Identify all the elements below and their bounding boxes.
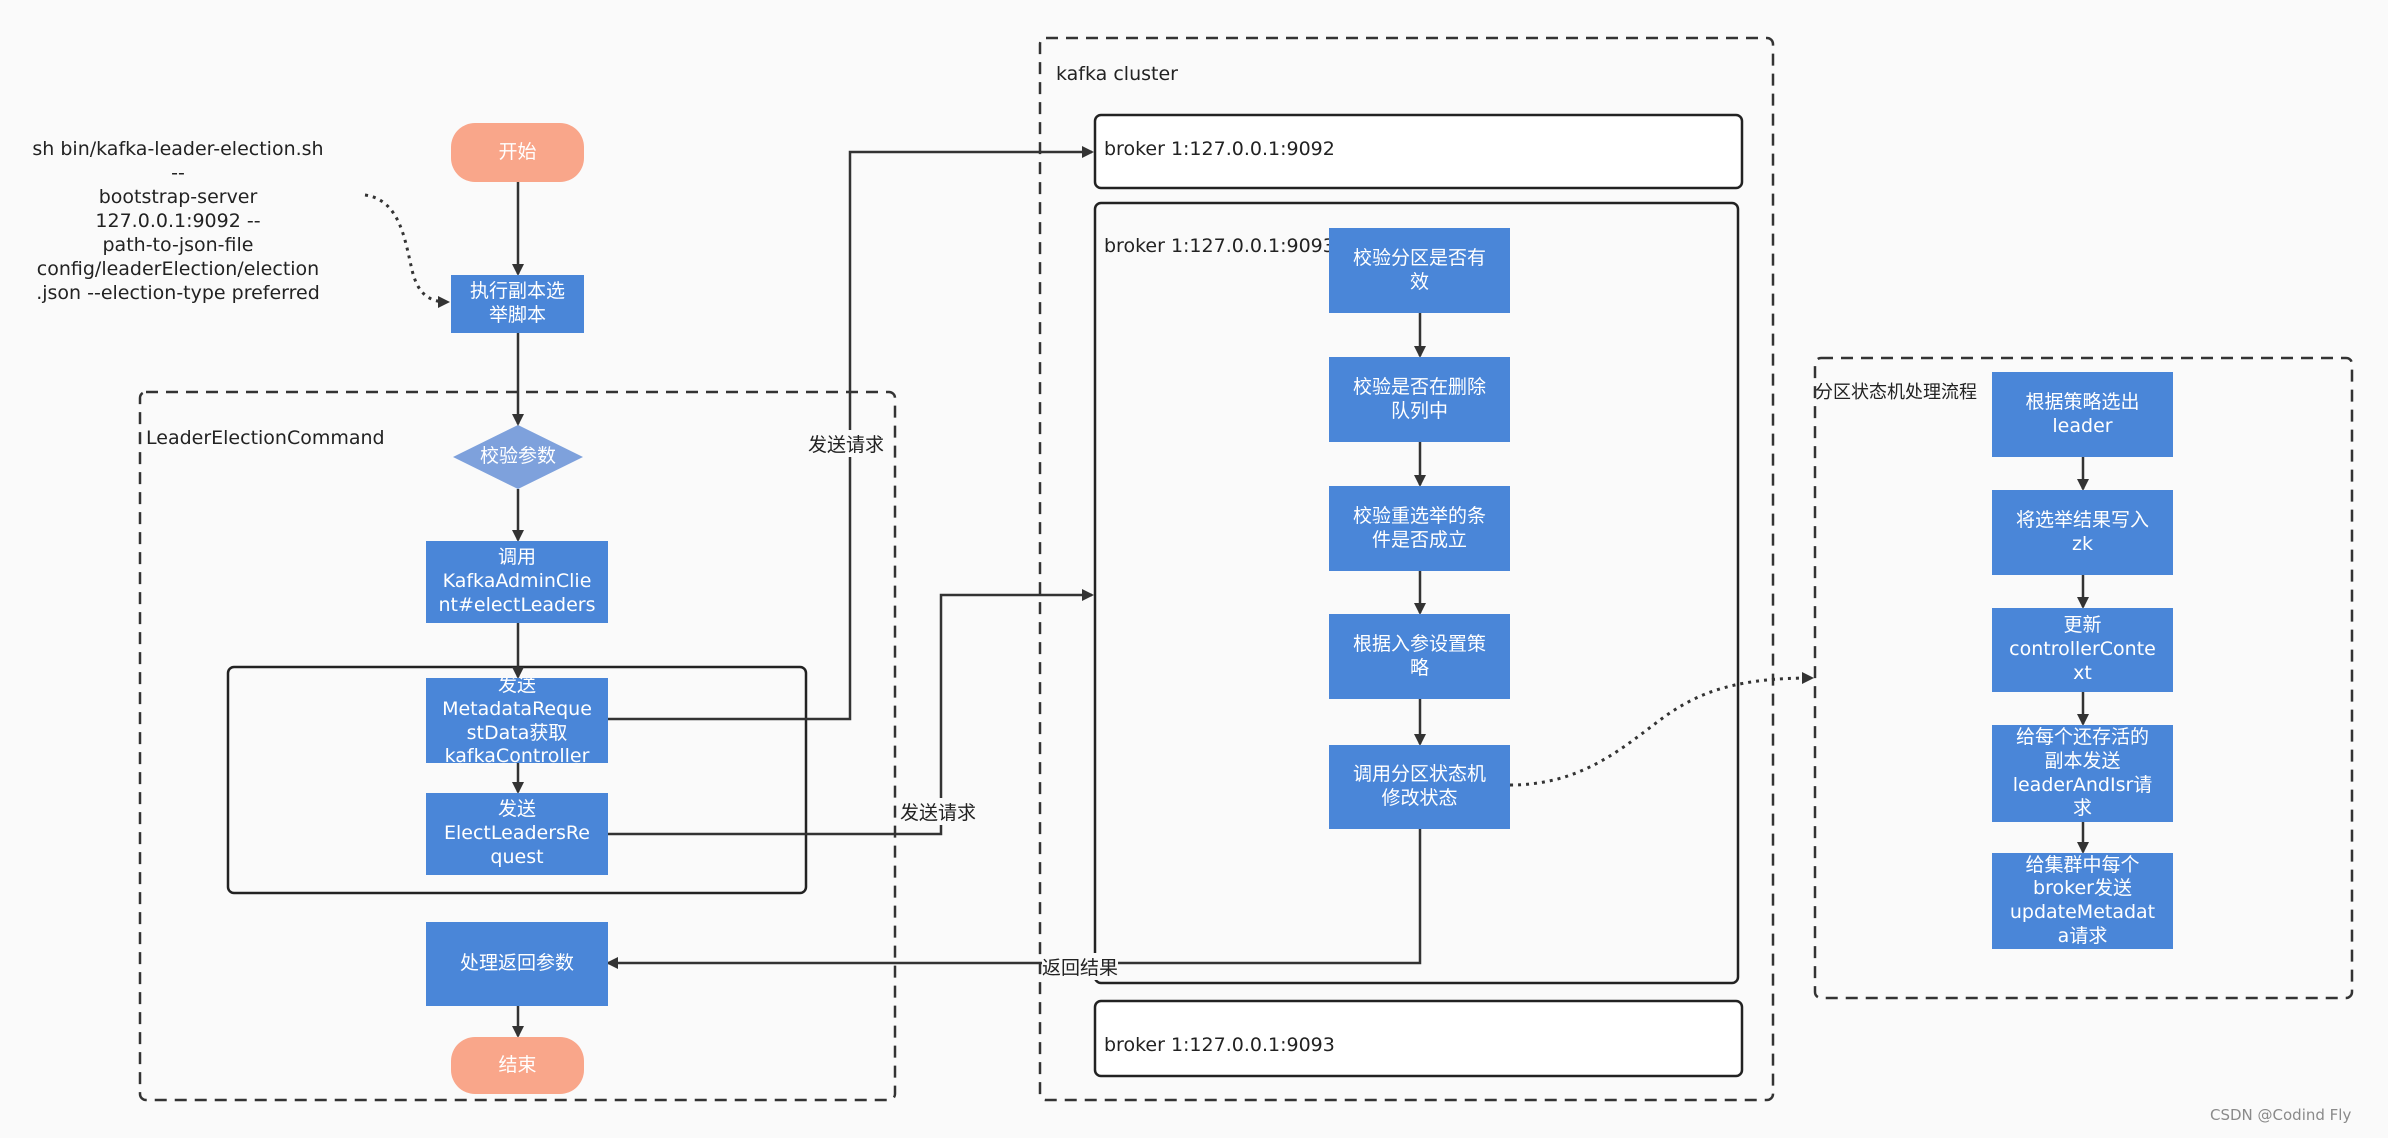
check-partition-node: 校验分区是否有 效: [1329, 228, 1510, 313]
broker-9092-box: [1093, 113, 1744, 190]
validate-params-node: 校验参数: [453, 443, 583, 471]
set-strategy-node: 根据入参设置策 略: [1329, 614, 1510, 699]
run-script-node: 执行副本选 举脚本: [451, 275, 584, 333]
send-leader-isr-node: 给每个还存活的 副本发送 leaderAndIsr请 求: [1992, 725, 2173, 822]
check-partition-text: 校验分区是否有 效: [1352, 246, 1486, 293]
call-admin-text: 调用 KafkaAdminClie nt#electLeaders: [438, 546, 596, 616]
set-strategy-text: 根据入参设置策 略: [1352, 632, 1486, 679]
select-leader-text: 根据策略选出 leader: [2025, 390, 2140, 437]
kafka-cluster-group: [1038, 36, 1775, 1102]
check-condition-node: 校验重选举的条 件是否成立: [1329, 486, 1510, 571]
edge-label-send-request-1: 发送请求: [808, 430, 885, 457]
broker-9093-bottom-label: broker 1:127.0.0.1:9093: [1104, 1034, 1335, 1056]
send-update-metadata-node: 给集群中每个 broker发送 updateMetadat a请求: [1992, 853, 2173, 949]
end-text: 结束: [498, 1053, 537, 1076]
write-zk-text: 将选举结果写入 zk: [2015, 508, 2149, 555]
partition-state-flow-group: [1813, 356, 2354, 1000]
run-script-text: 执行副本选 举脚本: [469, 280, 565, 326]
leader-election-command-label: LeaderElectionCommand: [146, 427, 385, 449]
start-text: 开始: [498, 140, 537, 163]
select-leader-node: 根据策略选出 leader: [1992, 372, 2173, 457]
broker-9093-label: broker 1:127.0.0.1:9093: [1104, 235, 1335, 257]
call-state-machine-node: 调用分区状态机 修改状态: [1329, 745, 1510, 829]
handle-result-node: 处理返回参数: [426, 922, 608, 1006]
call-admin-node: 调用 KafkaAdminClie nt#electLeaders: [426, 541, 608, 623]
partition-state-flow-label: 分区状态机处理流程: [1815, 382, 1977, 403]
edge-label-return-result: 返回结果: [1042, 953, 1119, 980]
call-state-machine-text: 调用分区状态机 修改状态: [1352, 763, 1486, 809]
broker-9092-label: broker 1:127.0.0.1:9092: [1104, 138, 1335, 160]
check-condition-text: 校验重选举的条 件是否成立: [1352, 504, 1486, 551]
edge-label-send-request-2: 发送请求: [900, 798, 977, 825]
send-update-metadata-text: 给集群中每个 broker发送 updateMetadat a请求: [2009, 853, 2156, 947]
write-zk-node: 将选举结果写入 zk: [1992, 490, 2173, 575]
broker-9093-box: [1093, 201, 1740, 985]
send-elect-node: 发送 ElectLeadersRe quest: [426, 793, 608, 875]
handle-result-text: 处理返回参数: [459, 952, 574, 975]
broker-9093-bottom-box: [1093, 999, 1744, 1078]
update-context-node: 更新 controllerConte xt: [1992, 608, 2173, 692]
check-deleting-node: 校验是否在删除 队列中: [1329, 357, 1510, 442]
check-deleting-text: 校验是否在删除 队列中: [1352, 375, 1486, 422]
send-elect-text: 发送 ElectLeadersRe quest: [444, 798, 590, 868]
validate-params-text: 校验参数: [479, 445, 556, 468]
csdn-watermark: CSDN @Codind Fly: [2210, 1106, 2352, 1124]
command-note: sh bin/kafka-leader-election.sh -- boots…: [32, 138, 324, 304]
end-node: 结束: [451, 1037, 584, 1094]
kafka-cluster-label: kafka cluster: [1056, 63, 1178, 85]
start-node: 开始: [451, 123, 584, 182]
update-context-text: 更新 controllerConte xt: [2009, 614, 2156, 684]
send-leader-isr-text: 给每个还存活的 副本发送 leaderAndIsr请 求: [2012, 726, 2153, 820]
validate-params-diamond: [453, 425, 583, 489]
send-metadata-node: 发送 MetadataReque stData获取 kafkaControlle…: [426, 678, 608, 763]
send-metadata-text: 发送 MetadataReque stData获取 kafkaControlle…: [442, 678, 592, 763]
